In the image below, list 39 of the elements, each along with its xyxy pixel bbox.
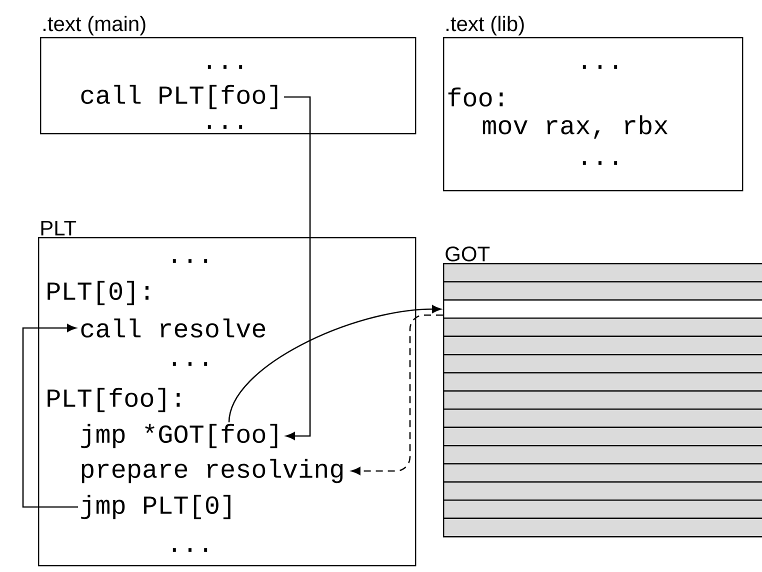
code-line: call resolve <box>81 318 266 338</box>
table-row <box>443 318 762 337</box>
arrow <box>284 96 311 440</box>
code-line: call PLT[foo] <box>81 84 278 110</box>
code-line: PLT[foo]: <box>48 388 180 412</box>
table-row <box>443 426 762 446</box>
node-label: .text (main) <box>44 16 146 36</box>
node-label: GOT <box>446 246 490 262</box>
table-row <box>443 481 762 501</box>
arrow <box>351 314 443 475</box>
code-line: ... <box>208 65 242 69</box>
node-label: .text (lib) <box>446 16 524 36</box>
table-row <box>443 518 762 538</box>
table-row <box>443 390 762 410</box>
code-line: foo: <box>448 87 503 107</box>
code-line: PLT[0]: <box>48 280 148 306</box>
code-line: ... <box>172 548 208 552</box>
table-row <box>443 408 762 428</box>
table-row <box>443 444 762 464</box>
node-label: PLT <box>41 220 76 236</box>
code-line: ... <box>582 65 618 69</box>
arrow <box>22 324 78 508</box>
code-line: ... <box>208 125 242 129</box>
table-row <box>443 500 762 519</box>
table-row <box>443 299 762 319</box>
table-row <box>443 263 762 282</box>
table-row <box>443 281 762 301</box>
code-line: mov rax, rbx <box>482 115 668 139</box>
arrow <box>228 305 442 422</box>
table-row <box>443 372 762 392</box>
code-line: jmp *GOT[foo] <box>81 424 278 448</box>
code-line: prepare resolving <box>82 458 343 484</box>
code-line: jmp PLT[0] <box>81 494 230 520</box>
table-row <box>443 463 762 483</box>
table-row <box>443 354 762 374</box>
code-line: ... <box>172 259 208 263</box>
code-line: ... <box>582 161 618 165</box>
code-line: ... <box>172 362 208 366</box>
table-row <box>443 336 762 356</box>
